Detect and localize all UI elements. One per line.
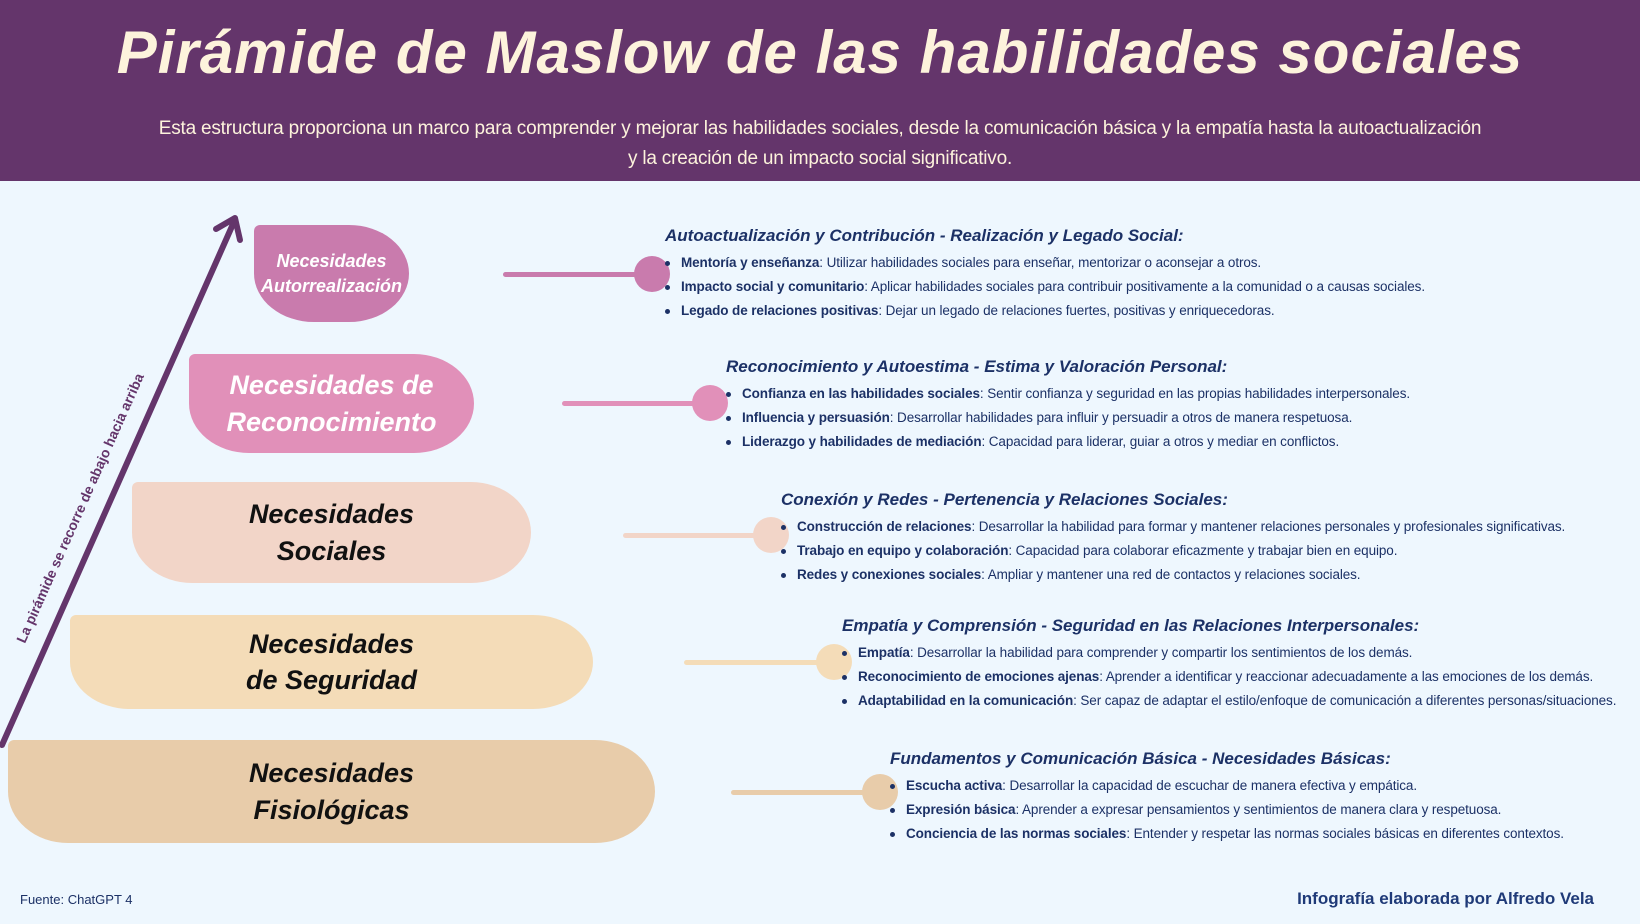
level-label-line1: Necesidades bbox=[248, 628, 415, 659]
bullet-term: Expresión básica bbox=[906, 802, 1016, 817]
bullet-text: : Desarrollar la habilidad para formar y… bbox=[971, 519, 1566, 534]
bullet-text: : Entender y respetar las normas sociale… bbox=[1126, 826, 1564, 841]
bullet-term: Adaptabilidad en la comunicación bbox=[858, 693, 1074, 708]
bullet-item: Adaptabilidad en la comunicación: Ser ca… bbox=[842, 693, 1632, 708]
bullet-text: : Desarrollar la habilidad para comprend… bbox=[909, 645, 1413, 660]
level-description: Autoactualización y Contribución - Reali… bbox=[665, 226, 1632, 318]
level-label-line1: Necesidades de bbox=[229, 370, 434, 401]
level-heading: Autoactualización y Contribución - Reali… bbox=[665, 226, 1184, 245]
bullet-item: Reconocimiento de emociones ajenas: Apre… bbox=[842, 669, 1632, 684]
level-label-line1: Necesidades bbox=[248, 758, 415, 789]
bullet-item: Conciencia de las normas sociales: Enten… bbox=[890, 826, 1632, 841]
level-label-line2: Sociales bbox=[276, 535, 387, 566]
bullet-item: Legado de relaciones positivas: Dejar un… bbox=[665, 303, 1632, 318]
bullet-text: : Sentir confianza y seguridad en las pr… bbox=[979, 386, 1411, 401]
bullet-text: : Utilizar habilidades sociales para ens… bbox=[819, 255, 1262, 270]
author-credit: Infografía elaborada por Alfredo Vela bbox=[1297, 889, 1594, 908]
connector-line bbox=[562, 401, 696, 406]
bullet-term: Liderazgo y habilidades de mediación bbox=[742, 434, 982, 449]
connector-line bbox=[731, 790, 866, 795]
connector-line bbox=[684, 660, 819, 665]
connector-dot bbox=[634, 256, 670, 292]
connector-dot bbox=[753, 517, 789, 553]
connector-dot bbox=[816, 644, 852, 680]
subtitle-line-2: y la creación de un impacto social signi… bbox=[627, 148, 1013, 169]
bullet-term: Legado de relaciones positivas bbox=[681, 303, 879, 318]
level-label-line1: Necesidades bbox=[248, 499, 415, 530]
bullet-term: Confianza en las habilidades sociales bbox=[742, 386, 980, 401]
bullet-term: Redes y conexiones sociales bbox=[797, 567, 982, 582]
header-banner: Pirámide de Maslow de las habilidades so… bbox=[0, 0, 1640, 181]
bullet-term: Trabajo en equipo y colaboración bbox=[797, 543, 1009, 558]
level-description: Conexión y Redes - Pertenencia y Relacio… bbox=[781, 490, 1632, 582]
bullet-item: Redes y conexiones sociales: Ampliar y m… bbox=[781, 567, 1632, 582]
bullet-item: Trabajo en equipo y colaboración: Capaci… bbox=[781, 543, 1632, 558]
bullet-text: : Desarrollar la capacidad de escuchar d… bbox=[1002, 778, 1417, 793]
bullet-item: Impacto social y comunitario: Aplicar ha… bbox=[665, 279, 1632, 294]
bullet-item: Escucha activa: Desarrollar la capacidad… bbox=[890, 778, 1632, 793]
bullet-text: : Desarrollar habilidades para influir y… bbox=[889, 410, 1353, 425]
pyramid-level-2: Necesidades de Reconocimiento bbox=[189, 354, 474, 453]
level-label-line2: Reconocimiento bbox=[226, 406, 437, 437]
page-title: Pirámide de Maslow de las habilidades so… bbox=[116, 19, 1524, 86]
level-description: Empatía y Comprensión - Seguridad en las… bbox=[842, 616, 1632, 708]
pyramid-level-4: Necesidades de Seguridad bbox=[70, 615, 593, 709]
bullet-text: : Ser capaz de adaptar el estilo/enfoque… bbox=[1073, 693, 1617, 708]
bullet-term: Reconocimiento de emociones ajenas bbox=[858, 669, 1100, 684]
bullet-text: : Ampliar y mantener una red de contacto… bbox=[981, 567, 1361, 582]
bullet-text: : Aprender a identificar y reaccionar ad… bbox=[1099, 669, 1594, 684]
connector-dot bbox=[692, 385, 728, 421]
subtitle-line-1: Esta estructura proporciona un marco par… bbox=[158, 118, 1482, 139]
bullet-text: : Dejar un legado de relaciones fuertes,… bbox=[878, 303, 1275, 318]
bullet-term: Conciencia de las normas sociales bbox=[906, 826, 1127, 841]
bullet-term: Impacto social y comunitario bbox=[681, 279, 865, 294]
bullet-item: Empatía: Desarrollar la habilidad para c… bbox=[842, 645, 1632, 660]
bullet-item: Construcción de relaciones: Desarrollar … bbox=[781, 519, 1632, 534]
connector-dot bbox=[862, 774, 898, 810]
level-label-line2: de Seguridad bbox=[245, 665, 418, 695]
connector-line bbox=[503, 272, 638, 277]
bullet-item: Confianza en las habilidades sociales: S… bbox=[726, 386, 1632, 401]
bullet-text: : Aplicar habilidades sociales para cont… bbox=[864, 279, 1425, 294]
level-label-line1: Necesidades bbox=[276, 251, 387, 272]
upward-arrow-icon bbox=[0, 215, 243, 748]
bullet-item: Expresión básica: Aprender a expresar pe… bbox=[890, 802, 1632, 817]
bullet-term: Influencia y persuasión bbox=[742, 410, 890, 425]
connector-line bbox=[623, 533, 758, 538]
bullet-term: Mentoría y enseñanza bbox=[681, 255, 820, 270]
level-heading: Conexión y Redes - Pertenencia y Relacio… bbox=[781, 490, 1228, 509]
bullet-text: : Capacidad para liderar, guiar a otros … bbox=[981, 434, 1340, 449]
bullet-item: Influencia y persuasión: Desarrollar hab… bbox=[726, 410, 1632, 425]
bullet-term: Escucha activa bbox=[906, 778, 1003, 793]
level-description: Reconocimiento y Autoestima - Estima y V… bbox=[726, 357, 1632, 449]
level-heading: Fundamentos y Comunicación Básica - Nece… bbox=[890, 749, 1391, 768]
bullet-text: : Aprender a expresar pensamientos y sen… bbox=[1015, 802, 1502, 817]
bullet-item: Mentoría y enseñanza: Utilizar habilidad… bbox=[665, 255, 1632, 270]
level-description: Fundamentos y Comunicación Básica - Nece… bbox=[890, 749, 1632, 841]
level-label-line2: Fisiológicas bbox=[253, 794, 410, 825]
bullet-term: Empatía bbox=[858, 645, 910, 660]
bullet-item: Liderazgo y habilidades de mediación: Ca… bbox=[726, 434, 1632, 449]
source-note: Fuente: ChatGPT 4 bbox=[20, 892, 133, 907]
level-label-line2: Autorrealización bbox=[260, 275, 403, 296]
bullet-text: : Capacidad para colaborar eficazmente y… bbox=[1008, 543, 1398, 558]
bullet-term: Construcción de relaciones bbox=[797, 519, 972, 534]
level-heading: Empatía y Comprensión - Seguridad en las… bbox=[842, 616, 1420, 635]
level-heading: Reconocimiento y Autoestima - Estima y V… bbox=[726, 357, 1228, 376]
